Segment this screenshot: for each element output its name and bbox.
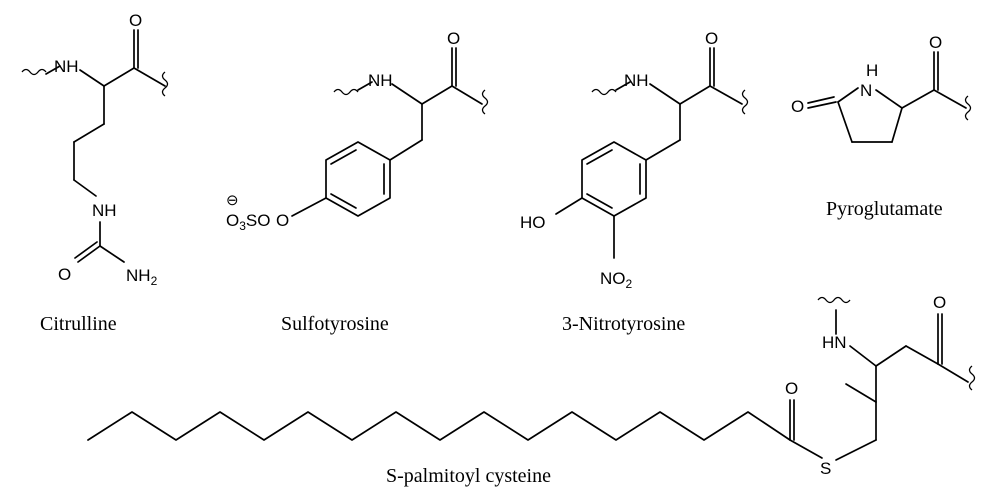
nitrotyrosine-ring: [581, 141, 647, 217]
pyroglutamate-ring-o: O: [791, 97, 804, 116]
sulfotyrosine-wavy-right: [481, 89, 489, 115]
nitrotyrosine-nitro: NO2: [600, 269, 633, 291]
citrulline-wavy-right: [161, 71, 169, 97]
nitrotyrosine-structure: NH O HO NO2 3-Nitrotyrosine: [520, 29, 749, 335]
palmitoyl-cys-carbonyl-o: O: [933, 293, 946, 312]
nitrotyrosine-hydroxyl: HO: [520, 213, 546, 232]
pyroglutamate-structure: O H N O Pyroglutamate: [791, 33, 972, 220]
sulfotyrosine-nh: NH: [368, 71, 393, 90]
sulfotyrosine-structure: NH O ⊖ O3SO O Sulfotyrosine: [226, 29, 489, 335]
citrulline-nh-side: NH: [92, 201, 117, 220]
citrulline-nh2: NH2: [126, 266, 158, 288]
citrulline-carbonyl-o: O: [129, 11, 142, 30]
palmitoyl-carbonyl-o: O: [785, 379, 798, 398]
palmitoyl-wavy-right: [968, 365, 976, 391]
caption-citrulline: Citrulline: [40, 313, 117, 335]
pyroglutamate-carbonyl-o: O: [929, 33, 942, 52]
pyroglutamate-wavy-right: [964, 95, 972, 121]
sulfotyrosine-ring: [325, 141, 391, 217]
sulfotyrosine-ether-o: O: [276, 211, 289, 230]
sulfotyrosine-charge: ⊖: [226, 192, 239, 209]
caption-pyroglutamate: Pyroglutamate: [826, 198, 943, 220]
palmitoyl-hn: HN: [822, 333, 847, 352]
sulfotyrosine-carbonyl-o: O: [447, 29, 460, 48]
palmitoyl-sulfur: S: [820, 459, 831, 478]
citrulline-wavy-left: [21, 68, 47, 76]
caption-nitrotyrosine: 3-Nitrotyrosine: [562, 313, 685, 335]
citrulline-urea-o: O: [58, 265, 71, 284]
nitrotyrosine-carbonyl-o: O: [705, 29, 718, 48]
pyroglutamate-n: N: [860, 81, 872, 100]
palmitoyl-wavy-top: [817, 296, 851, 304]
pyroglutamate-h: H: [866, 61, 878, 80]
nitrotyrosine-wavy-left: [591, 88, 617, 96]
citrulline-structure: NH O NH O NH2 Citrulline: [21, 11, 169, 335]
palmitoyl-chain: [87, 411, 791, 441]
palmitoyl-cysteine-structure: O S HN O S-palmitoyl cysteine: [87, 293, 976, 487]
caption-palmitoyl: S-palmitoyl cysteine: [386, 465, 551, 487]
citrulline-nh-label: NH: [54, 57, 79, 76]
nitrotyrosine-nh: NH: [624, 71, 649, 90]
sulfotyrosine-sulfate: O3SO: [226, 211, 270, 233]
nitrotyrosine-wavy-right: [741, 89, 749, 115]
caption-sulfotyrosine: Sulfotyrosine: [281, 313, 389, 335]
sulfotyrosine-wavy-left: [333, 88, 359, 96]
